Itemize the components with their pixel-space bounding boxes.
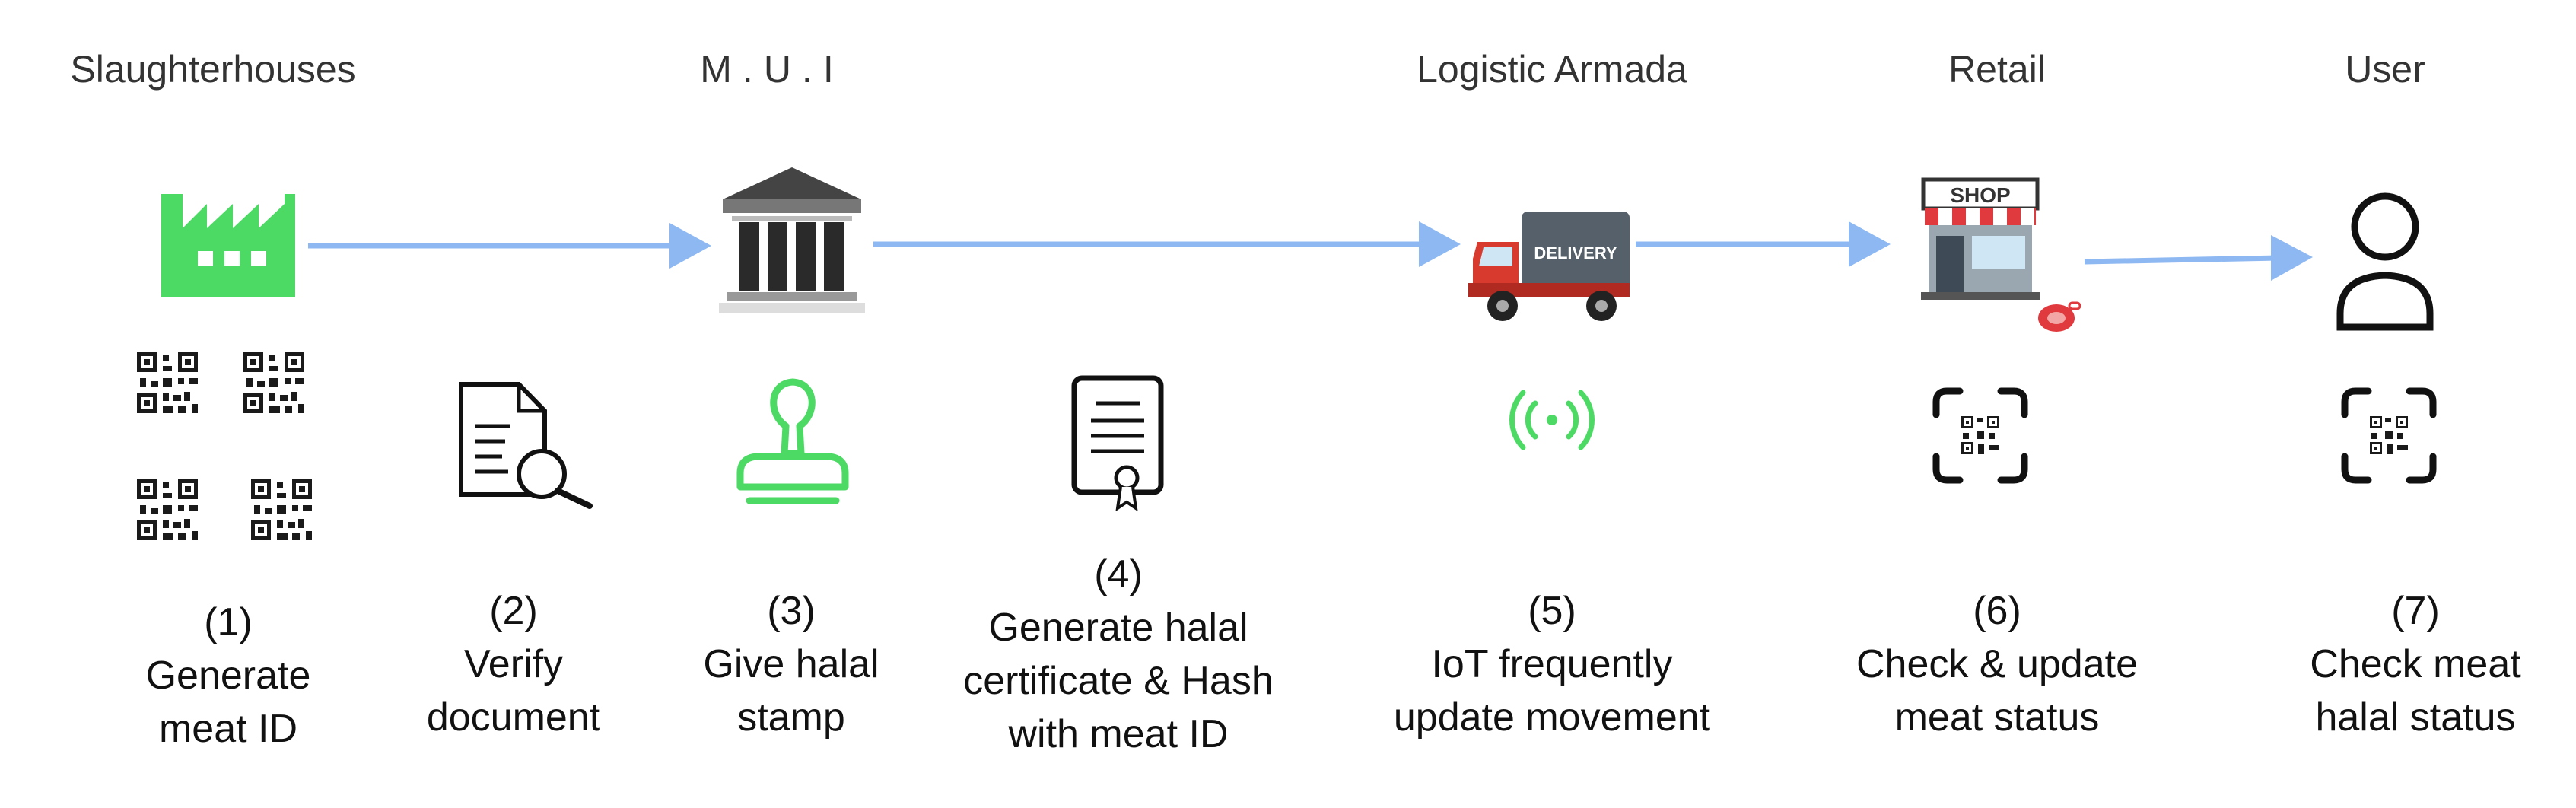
step-number: (7) (2391, 589, 2440, 633)
qr-scan-icon-retail (1932, 387, 2028, 484)
step-text-line: Give halal (703, 642, 879, 686)
step-number: (1) (204, 600, 253, 644)
step-text-line: meat status (1894, 695, 2100, 740)
stamp-icon (736, 378, 849, 504)
step-2-caption: (2) Verify document (316, 584, 711, 744)
shop-icon: SHOP (1921, 177, 2040, 300)
meat-icon (2038, 301, 2081, 332)
user-icon (2336, 192, 2434, 331)
step-5-caption: (5) IoT frequently update movement (1354, 584, 1750, 744)
actor-label-retail: Retail (1948, 48, 2046, 91)
step-7-caption: (7) Check meat halal status (2218, 584, 2576, 744)
actor-label-slaughterhouses: Slaughterhouses (70, 48, 356, 91)
step-text-line: Generate (145, 654, 311, 698)
delivery-truck-icon: DELIVERY (1468, 212, 1630, 321)
actor-label-mui: M.U.I (700, 48, 844, 91)
step-number: (3) (767, 589, 816, 633)
factory-icon (161, 194, 295, 297)
step-text-line: halal status (2315, 695, 2516, 740)
flow-arrow-2 (873, 221, 1461, 267)
step-text-line: document (426, 695, 601, 740)
step-3-caption: (3) Give halal stamp (593, 584, 989, 744)
step-text-line: update movement (1393, 695, 1711, 740)
flow-arrow-1 (308, 223, 711, 269)
svg-text:DELIVERY: DELIVERY (1534, 243, 1617, 262)
step-text-line: stamp (737, 695, 845, 740)
actor-label-logistic-armada: Logistic Armada (1417, 48, 1687, 91)
iot-signal-icon (1509, 390, 1595, 450)
flow-arrow-4 (2084, 235, 2313, 281)
step-text-line: certificate & Hash (963, 659, 1274, 703)
actor-label-user: User (2345, 48, 2425, 91)
step-text-line: Verify (463, 642, 564, 686)
step-text-line: meat ID (158, 707, 298, 751)
qr-code-icon (137, 352, 312, 540)
step-number: (2) (489, 589, 538, 633)
government-building-icon (719, 167, 865, 313)
step-text-line: IoT frequently (1431, 642, 1673, 686)
certificate-icon (1071, 375, 1164, 512)
step-number: (6) (1973, 589, 2021, 633)
step-6-caption: (6) Check & update meat status (1799, 584, 2195, 744)
document-search-icon (459, 382, 593, 509)
step-1-caption: (1) Generate meat ID (30, 596, 426, 756)
step-number: (4) (1094, 552, 1143, 596)
flow-arrow-3 (1636, 221, 1891, 267)
step-text-line: with meat ID (1008, 712, 1229, 756)
svg-text:SHOP: SHOP (1950, 183, 2010, 207)
step-text-line: Generate halal (988, 606, 1248, 650)
step-text-line: Check meat (2310, 642, 2521, 686)
step-4-caption: (4) Generate halal certificate & Hash wi… (921, 548, 1316, 761)
step-number: (5) (1528, 589, 1576, 633)
step-text-line: Check & update (1856, 642, 2139, 686)
qr-scan-icon-user (2341, 387, 2437, 484)
